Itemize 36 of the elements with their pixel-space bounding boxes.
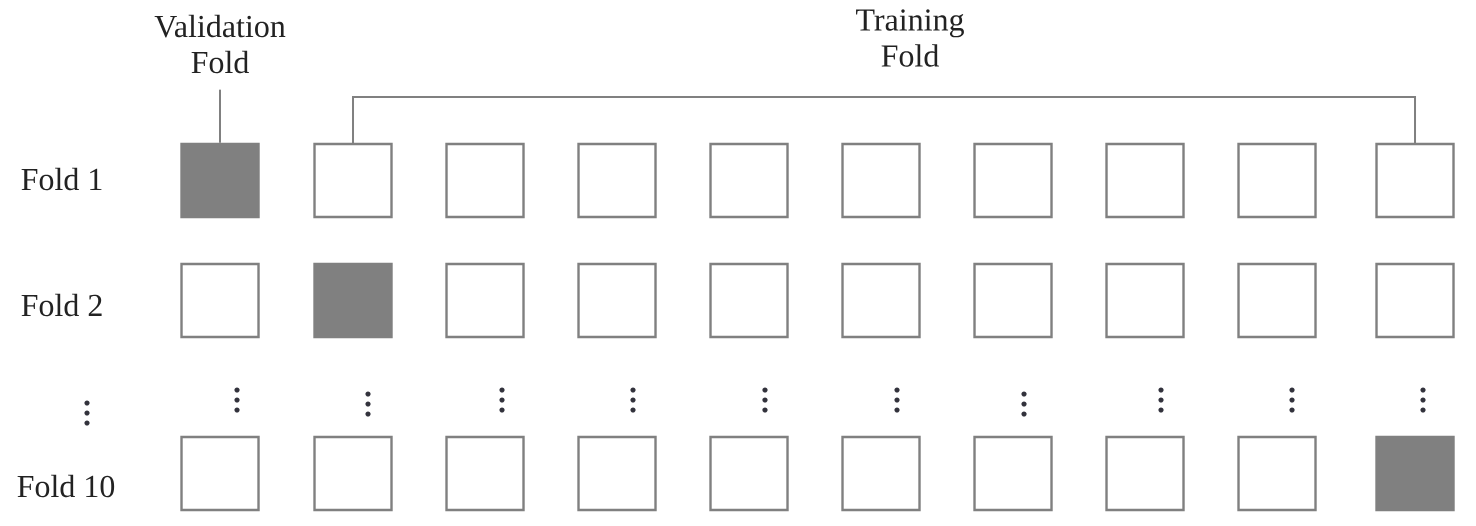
fold-box [313, 142, 393, 219]
fold-box [973, 142, 1053, 219]
fold-box [709, 435, 789, 512]
fold-box [1105, 142, 1185, 219]
fold-box [313, 435, 393, 512]
row-label: Fold 2 [21, 293, 102, 317]
fold-box [445, 142, 525, 219]
fold-box [1237, 262, 1317, 339]
fold-box [180, 435, 260, 512]
fold-box [1237, 142, 1317, 219]
fold-box [973, 262, 1053, 339]
fold-box [709, 142, 789, 219]
group-label: Training Fold [856, 9, 964, 67]
shaded-box [180, 142, 260, 219]
fold-box [180, 262, 260, 339]
leader-line [219, 88, 221, 144]
fold-box [577, 142, 657, 219]
fold-box [841, 262, 921, 339]
fold-box [841, 142, 921, 219]
shaded-box [313, 262, 393, 339]
fold-box [577, 262, 657, 339]
fold-box [1375, 142, 1455, 219]
fold-box [841, 435, 921, 512]
fold-box [1237, 435, 1317, 512]
fold-box [973, 435, 1053, 512]
fold-box [1105, 262, 1185, 339]
fold-box [1375, 262, 1455, 339]
row-label: Fold 10 [17, 474, 115, 498]
fold-box [709, 262, 789, 339]
shaded-box [1375, 435, 1455, 512]
fold-box [1105, 435, 1185, 512]
fold-box [445, 435, 525, 512]
row-label: Fold 1 [21, 167, 102, 191]
fold-box [445, 262, 525, 339]
fold-box [577, 435, 657, 512]
column-label: Validation Fold [154, 14, 286, 74]
